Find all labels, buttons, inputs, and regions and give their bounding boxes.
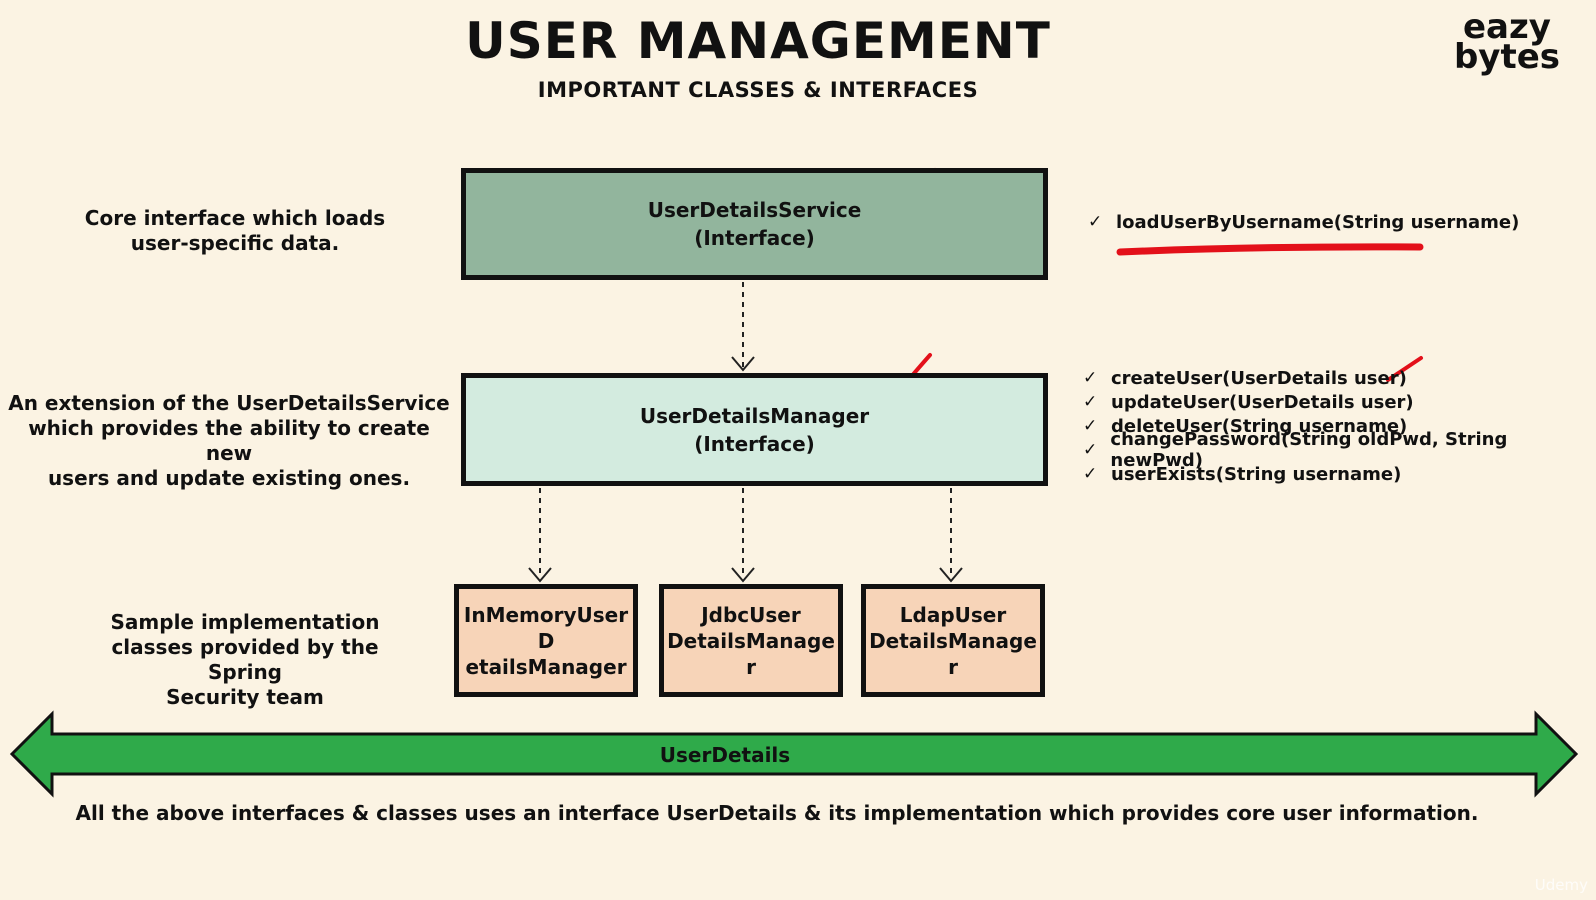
method-item: ✓ changePassword(String oldPwd, String n… bbox=[1083, 429, 1508, 471]
method-item: ✓ loadUserByUsername(String username) bbox=[1088, 211, 1520, 233]
red-underline-loaduser-icon bbox=[1116, 243, 1424, 256]
method-item: ✓ updateUser(UserDetails user) bbox=[1083, 391, 1414, 413]
page-subtitle: IMPORTANT CLASSES & INTERFACES bbox=[537, 78, 979, 102]
service-description: Core interface which loads user-specific… bbox=[84, 206, 386, 255]
check-icon: ✓ bbox=[1088, 212, 1103, 232]
service-methods-list: ✓ loadUserByUsername(String username) bbox=[1088, 210, 1519, 234]
red-tick-createuser-icon bbox=[1386, 356, 1423, 382]
check-icon: ✓ bbox=[1083, 392, 1098, 412]
arrowhead-impl3 bbox=[939, 567, 963, 583]
method-item: ✓ userExists(String username) bbox=[1083, 463, 1402, 485]
arrowhead-impl1 bbox=[528, 567, 552, 583]
method-item: ✓ createUser(UserDetails user) bbox=[1083, 367, 1407, 389]
box-kind: (Interface) bbox=[694, 226, 815, 250]
check-icon: ✓ bbox=[1083, 416, 1098, 436]
impl-description: Sample implementation classes provided b… bbox=[110, 610, 380, 709]
eazybytes-logo: eazy bytes bbox=[1453, 7, 1560, 77]
manager-description: An extension of the UserDetailsService w… bbox=[8, 391, 450, 490]
box-name: UserDetailsService bbox=[647, 198, 862, 222]
arrowhead-manager bbox=[731, 356, 755, 372]
userdetailsmanager-box: UserDetailsManager (Interface) bbox=[461, 373, 1048, 486]
inmemory-manager-box: InMemoryUserD etailsManager bbox=[454, 584, 638, 697]
jdbc-manager-box: JdbcUser DetailsManager bbox=[659, 584, 843, 697]
method-item: ✓ deleteUser(String username) bbox=[1083, 415, 1408, 437]
footer-note: All the above interfaces & classes uses … bbox=[75, 801, 1479, 825]
udemy-watermark: Udemy bbox=[1534, 876, 1588, 894]
page-title: USER MANAGEMENT bbox=[465, 12, 1051, 70]
logo-line-2: bytes bbox=[1453, 37, 1560, 77]
box-kind: (Interface) bbox=[694, 431, 815, 456]
check-icon: ✓ bbox=[1083, 464, 1098, 484]
userdetails-banner-arrow bbox=[9, 710, 1579, 798]
logo-line-1: eazy bbox=[1462, 7, 1551, 47]
box-name: UserDetailsManager bbox=[639, 403, 870, 428]
check-icon: ✓ bbox=[1083, 368, 1098, 388]
check-icon: ✓ bbox=[1083, 440, 1098, 460]
manager-methods-list: ✓ createUser(UserDetails user) ✓ updateU… bbox=[1083, 366, 1596, 486]
banner-label: UserDetails bbox=[660, 743, 790, 767]
ldap-manager-box: LdapUser DetailsManager bbox=[861, 584, 1045, 697]
arrowhead-impl2 bbox=[731, 567, 755, 583]
userdetailsservice-box: UserDetailsService (Interface) bbox=[461, 168, 1048, 280]
